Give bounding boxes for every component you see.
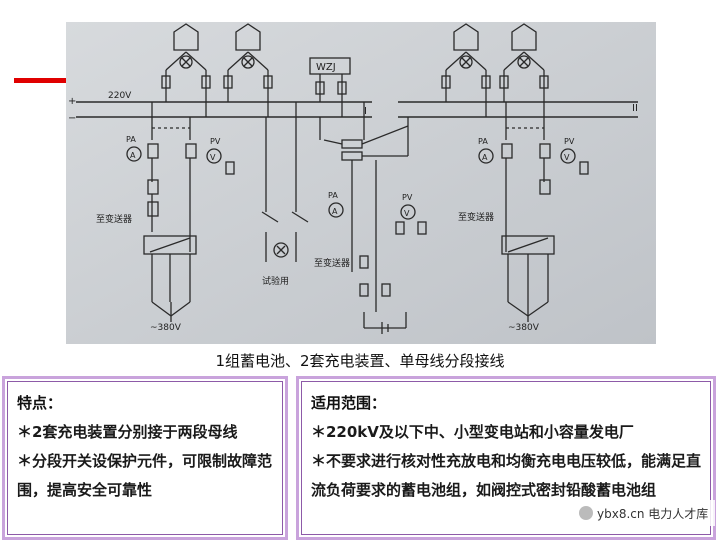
feeder-left-top — [161, 23, 273, 117]
scope-item: ＊不要求进行核对性充放电和均衡充电电压较低，能满足直流负荷要求的蓄电池组，如阀控… — [311, 452, 702, 499]
svg-text:PA: PA — [328, 191, 338, 200]
feature-item: ＊分段开关设保护元件，可限制故障范围，提高安全可靠性 — [17, 452, 273, 499]
feature-item: ＊2套充电装置分别接于两段母线 — [17, 423, 238, 441]
svg-text:−: − — [68, 113, 76, 124]
svg-text:~380V: ~380V — [150, 323, 182, 333]
voltage-label-top: 220V — [108, 91, 132, 101]
bus-1-label: I — [364, 106, 367, 117]
features-panel: 特点： ＊2套充电装置分别接于两段母线 ＊分段开关设保护元件，可限制故障范围，提… — [2, 376, 288, 540]
watermark-text: ybx8.cn 电力人才库 — [597, 506, 709, 521]
section-switch-middle: A PA V PV 至变送器 — [314, 102, 427, 334]
svg-text:至变送器: 至变送器 — [458, 211, 494, 223]
scope-title: 适用范围： — [311, 394, 387, 412]
schematic-photo: 220V + − I II WZJ A PA — [66, 22, 656, 344]
svg-text:A: A — [332, 207, 338, 216]
svg-text:PV: PV — [402, 193, 413, 202]
bus-2-label: II — [632, 103, 638, 114]
diagram-caption: 1组蓄电池、2套充电装置、单母线分段接线 — [215, 352, 505, 370]
svg-text:PA: PA — [478, 137, 488, 146]
test-lamp: 试验用 — [261, 102, 309, 287]
svg-text:试验用: 试验用 — [262, 275, 289, 287]
svg-text:A: A — [130, 151, 136, 160]
wzj-box — [309, 57, 351, 75]
scope-item: ＊220kV及以下中、小型变电站和小容量发电厂 — [311, 423, 634, 441]
features-title: 特点： — [17, 394, 63, 412]
svg-text:A: A — [482, 153, 488, 162]
svg-text:V: V — [210, 153, 216, 162]
svg-text:PA: PA — [126, 135, 136, 144]
svg-text:至变送器: 至变送器 — [314, 257, 350, 269]
charger-right: A PA V PV 至变送器 ~380V — [458, 102, 589, 333]
svg-text:WZJ: WZJ — [316, 62, 336, 73]
svg-text:+: + — [68, 96, 76, 107]
red-accent-bar — [14, 78, 66, 83]
svg-text:至变送器: 至变送器 — [96, 213, 132, 225]
watermark-logo-icon — [579, 506, 593, 520]
svg-text:V: V — [404, 209, 410, 218]
feeder-right-top — [441, 23, 549, 117]
bus-bars — [76, 101, 638, 118]
svg-text:PV: PV — [564, 137, 575, 146]
charger-left: A PA V PV 至变送器 ~380V — [96, 102, 235, 333]
svg-text:PV: PV — [210, 137, 221, 146]
svg-text:V: V — [564, 153, 570, 162]
watermark: ybx8.cn 电力人才库 — [575, 500, 715, 526]
svg-text:~380V: ~380V — [508, 323, 540, 333]
